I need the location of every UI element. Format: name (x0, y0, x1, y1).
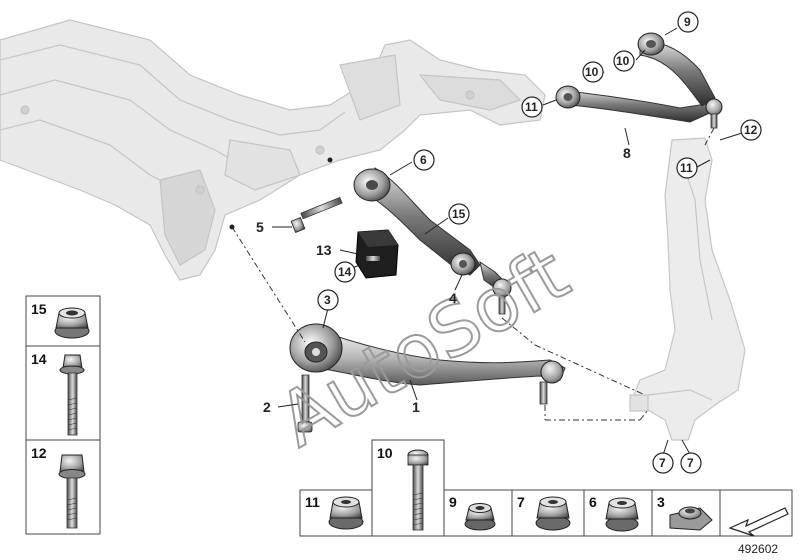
bolt-icon (407, 449, 429, 531)
callout-11-b: 11 (680, 161, 693, 175)
circled-callouts (317, 11, 762, 474)
legend-label: 7 (517, 494, 525, 510)
legend-label: 9 (449, 494, 457, 510)
leader-dot (327, 157, 333, 163)
legend-label: 10 (377, 445, 393, 461)
rubber-block-13 (355, 229, 399, 279)
arrow-icon (728, 507, 789, 537)
callout-7-b: 7 (687, 456, 694, 470)
bolt-5 (290, 196, 343, 233)
callout-2: 2 (263, 399, 271, 415)
collar-nut-icon (605, 497, 639, 532)
callout-7-a: 7 (659, 456, 666, 470)
leader-dot (229, 224, 235, 230)
legend-left (25, 295, 101, 535)
callout-10-a: 10 (585, 65, 599, 79)
reference-number: 492602 (738, 542, 778, 556)
callout-5: 5 (256, 219, 264, 235)
collar-nut-icon (328, 496, 364, 530)
callout-1: 1 (412, 399, 420, 415)
callout-13: 13 (316, 242, 332, 258)
long-bolt-icon (59, 354, 85, 436)
legend-label: 11 (305, 494, 320, 510)
upper-wishbone (555, 32, 723, 129)
callout-11-a: 11 (525, 100, 538, 114)
flange-nut-icon (535, 496, 571, 531)
callout-3: 3 (324, 293, 331, 307)
legend-label: 15 (31, 301, 47, 317)
front-axle-subframe (0, 19, 546, 281)
tension-strut (353, 167, 512, 315)
callout-12: 12 (744, 123, 758, 137)
legend-label: 3 (657, 494, 665, 510)
callout-10-b: 10 (616, 54, 630, 68)
callout-9: 9 (684, 15, 691, 29)
clip-cap-icon (669, 506, 713, 531)
bolt-2 (297, 374, 313, 433)
assembly-leader-lines (231, 127, 715, 421)
callout-14: 14 (338, 265, 352, 279)
callout-4: 4 (449, 290, 457, 306)
callout-8: 8 (623, 145, 631, 161)
legend-label: 14 (31, 351, 47, 367)
steering-knuckle (629, 137, 746, 441)
flange-nut-icon (54, 307, 90, 339)
legend-bottom (299, 439, 793, 537)
legend-label: 6 (589, 494, 597, 510)
callout-15: 15 (452, 207, 466, 221)
legend-label: 12 (31, 445, 47, 461)
callout-6: 6 (420, 153, 427, 167)
hex-bolt-icon (58, 454, 86, 529)
lock-nut-icon (464, 503, 496, 531)
lower-control-arm (289, 323, 566, 405)
